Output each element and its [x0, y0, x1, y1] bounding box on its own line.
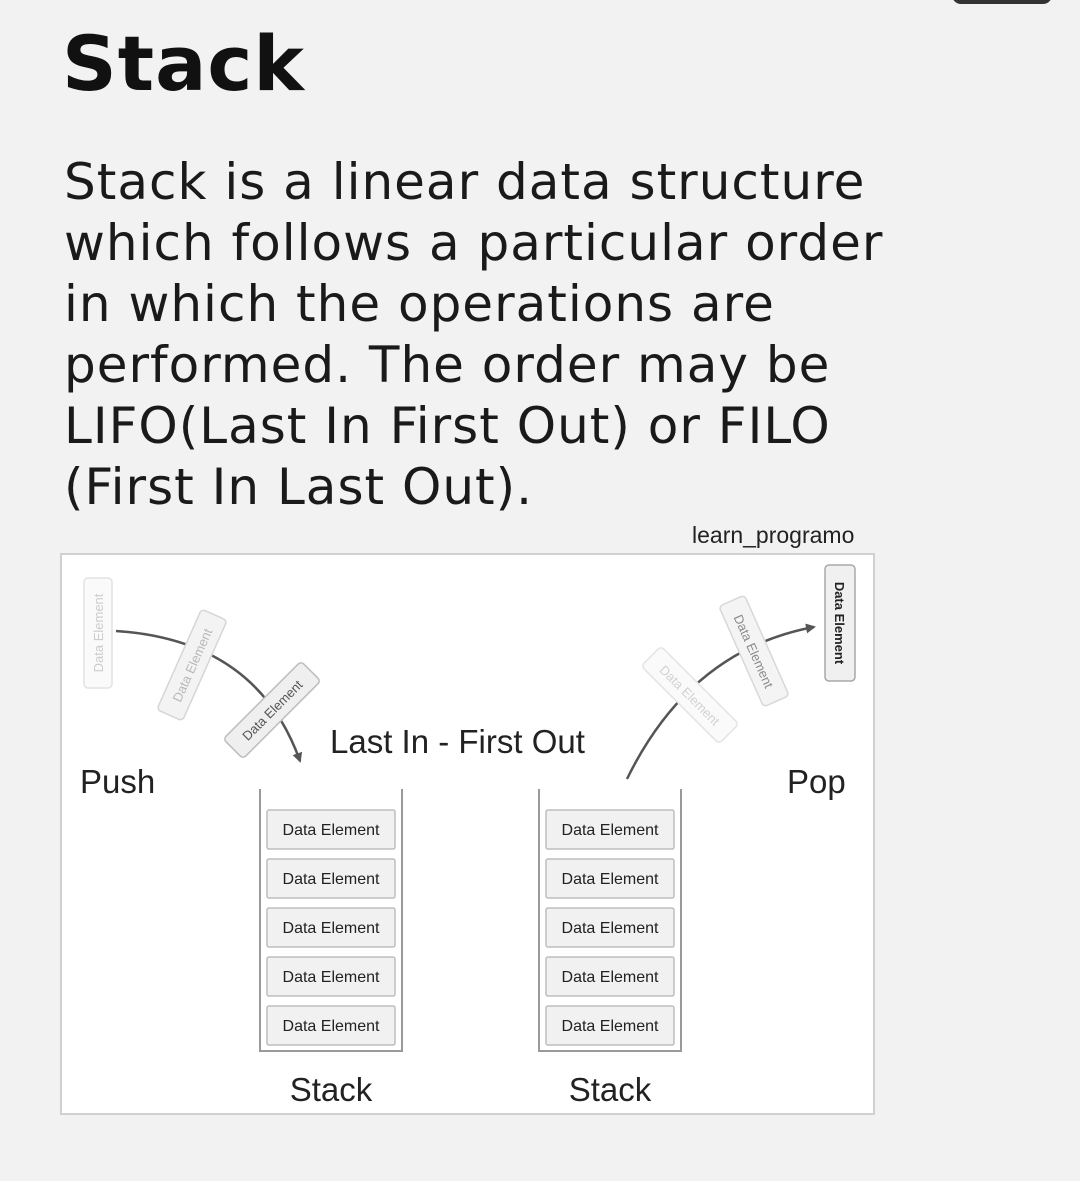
push-flying-element: Data Element [157, 609, 227, 721]
description-line: LIFO(Last In First Out) or FILO [64, 397, 831, 455]
right-stack: Data Element Data Element Data Element D… [538, 789, 682, 1108]
svg-text:Data Element: Data Element [283, 871, 380, 888]
left-stack: Data Element Data Element Data Element D… [259, 789, 403, 1108]
push-arrow [115, 629, 303, 763]
description-line: in which the operations are [64, 275, 775, 333]
svg-text:Data Element: Data Element [283, 822, 380, 839]
description-line: (First In Last Out). [64, 458, 534, 516]
svg-text:Data Element: Data Element [562, 969, 659, 986]
pop-arrow [625, 623, 816, 780]
watermark: learn_programo [692, 522, 855, 548]
right-stack-caption: Stack [569, 1071, 652, 1108]
page-title: Stack [62, 19, 305, 108]
svg-text:Data Element: Data Element [562, 920, 659, 937]
svg-text:Data Element: Data Element [562, 871, 659, 888]
pop-label: Pop [787, 763, 846, 800]
stack-element: Data Element [266, 809, 396, 850]
svg-text:Data Element: Data Element [562, 822, 659, 839]
stack-element: Data Element [545, 809, 675, 850]
description-line: performed. The order may be [64, 336, 831, 394]
svg-text:Data Element: Data Element [283, 969, 380, 986]
diagram-heading: Last In - First Out [330, 723, 585, 760]
stack-diagram-canvas: Data Element Data Element Data Element D… [80, 564, 856, 1108]
push-label: Push [80, 763, 155, 800]
svg-text:Data Element: Data Element [832, 582, 847, 665]
stack-element: Data Element [266, 1005, 396, 1046]
svg-text:Data Element: Data Element [283, 1018, 380, 1035]
description: Stack is a linear data structure which f… [64, 152, 1024, 518]
svg-text:Data Element: Data Element [239, 677, 306, 744]
push-flying-element: Data Element [224, 662, 320, 758]
push-flying-element: Data Element [83, 577, 113, 689]
svg-text:Data Element: Data Element [283, 920, 380, 937]
stack-element: Data Element [266, 907, 396, 948]
description-line: which follows a particular order [64, 214, 884, 272]
left-stack-caption: Stack [290, 1071, 373, 1108]
status-pill [952, 0, 1052, 4]
pop-flying-element: Data Element [719, 595, 789, 707]
stack-element: Data Element [545, 1005, 675, 1046]
stack-diagram: Data Element Data Element Data Element D… [62, 555, 873, 1113]
pop-flying-element: Data Element [824, 564, 856, 682]
description-line: Stack is a linear data structure [64, 153, 866, 211]
svg-text:Data Element: Data Element [91, 593, 106, 672]
svg-text:Data Element: Data Element [562, 1018, 659, 1035]
stack-element: Data Element [266, 858, 396, 899]
stack-element: Data Element [545, 858, 675, 899]
stack-element: Data Element [545, 956, 675, 997]
svg-text:Data Element: Data Element [656, 662, 723, 729]
stack-element: Data Element [266, 956, 396, 997]
stack-element: Data Element [545, 907, 675, 948]
